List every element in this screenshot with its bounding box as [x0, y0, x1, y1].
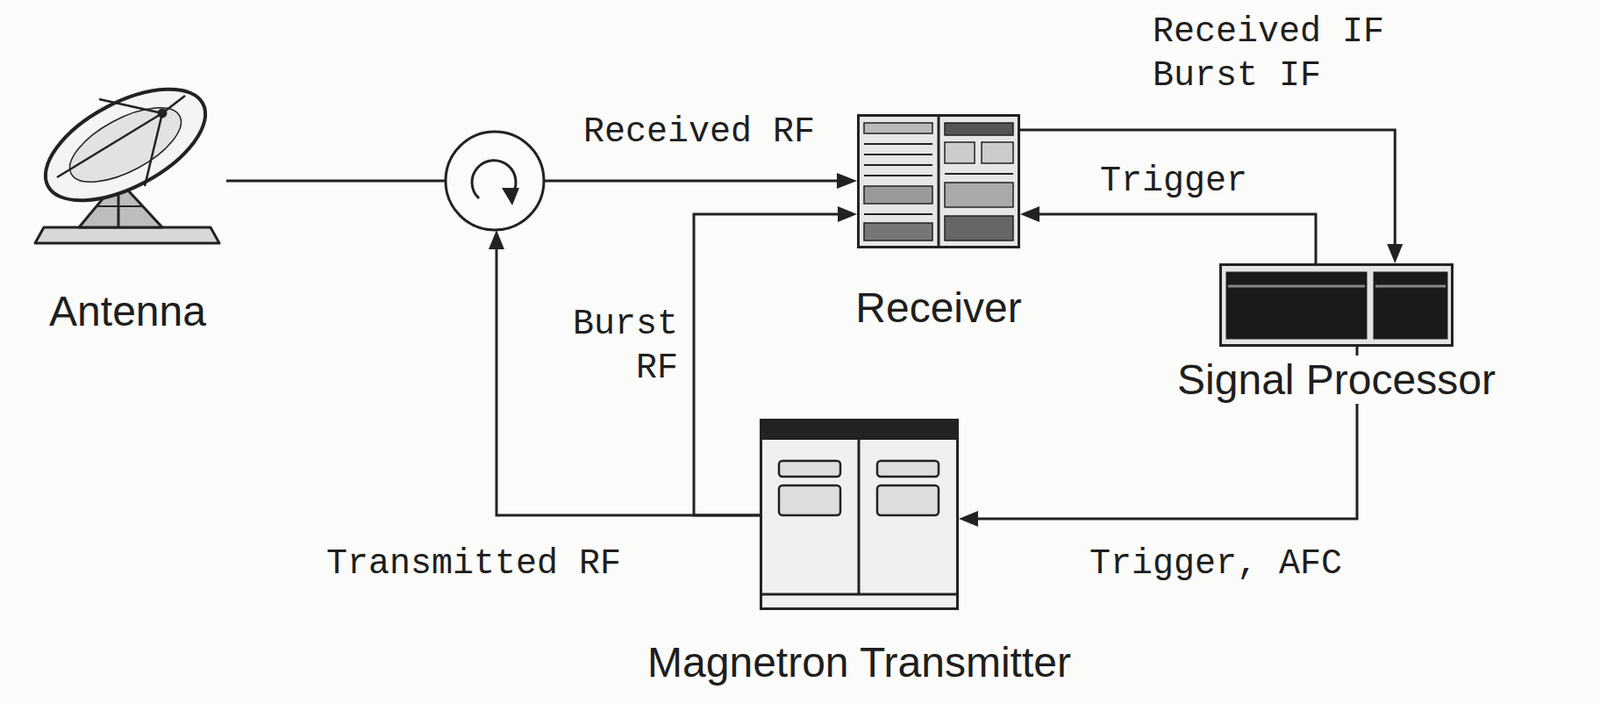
transmitter-illustration — [761, 420, 958, 609]
signal-label: Trigger — [1100, 159, 1267, 204]
processor-node: Signal Processor — [1219, 263, 1454, 347]
signal-connector — [1020, 129, 1403, 264]
signal-label: Transmitted RF — [326, 542, 622, 586]
signal-connector — [693, 206, 858, 515]
signal-label: Burst RF — [561, 302, 679, 391]
arrow-head — [488, 172, 858, 250]
rf-wire — [226, 180, 839, 515]
antenna-illustration — [28, 66, 223, 243]
processor-illustration — [1221, 264, 1453, 346]
receiver-illustration — [858, 115, 1020, 248]
signal-connector — [1020, 206, 1316, 264]
node-label: Signal Processor — [1173, 355, 1500, 404]
receiver-node: Receiver — [857, 114, 1021, 249]
signal-label: Trigger, AFC — [1089, 542, 1353, 586]
node-label: Antenna — [45, 286, 210, 336]
signal-label: Received RF — [583, 110, 815, 155]
signal-label: Received IF Burst IF — [1152, 10, 1390, 99]
antenna-node: Antenna — [30, 76, 225, 250]
node-label: Receiver — [851, 283, 1025, 332]
transmitter-node: Magnetron Transmitter — [759, 418, 959, 610]
node-label: Magnetron Transmitter — [643, 637, 1075, 686]
circulator-symbol — [445, 131, 544, 230]
